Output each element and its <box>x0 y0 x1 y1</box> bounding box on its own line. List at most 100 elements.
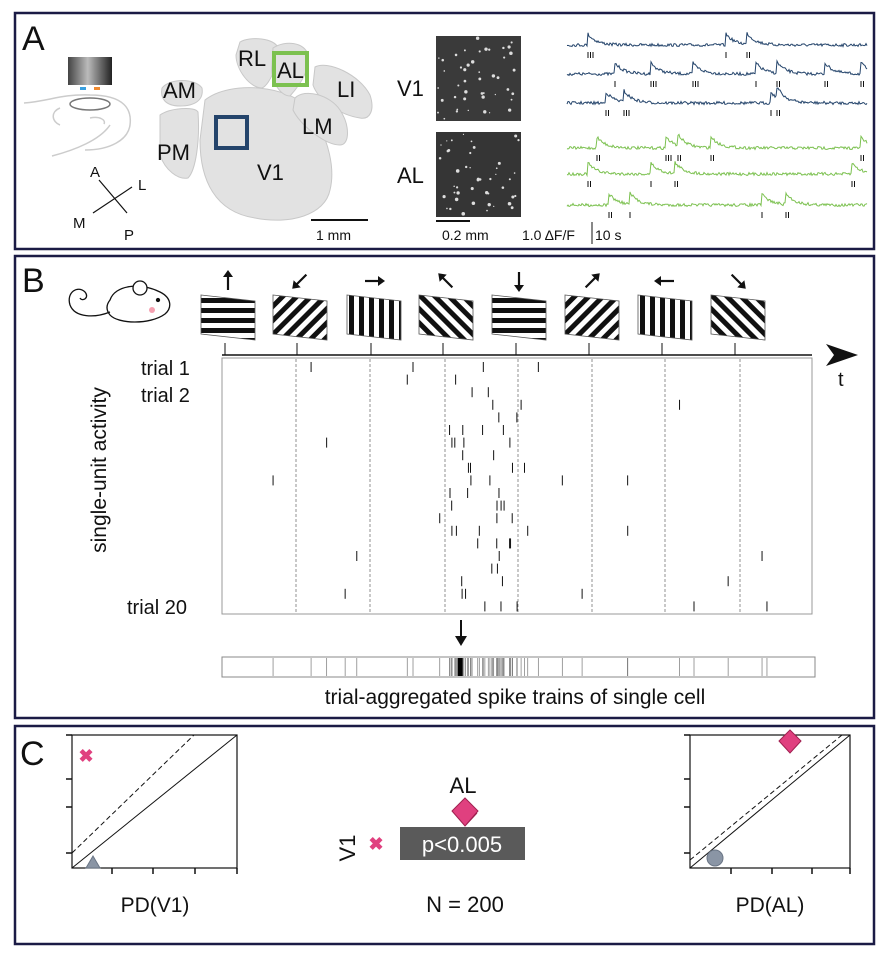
cell-dot <box>449 207 452 211</box>
diamond-marker <box>778 729 802 754</box>
grating-stimulus <box>339 268 401 368</box>
grating-stripe <box>339 268 344 368</box>
cell-dot <box>510 41 513 44</box>
compass-lateral: L <box>138 177 146 194</box>
cell-dot <box>440 144 442 146</box>
cell-dot <box>437 111 439 114</box>
grating-outline <box>200 294 256 341</box>
grating-stripe <box>690 295 692 340</box>
direction-arrow-icon <box>584 273 600 289</box>
cell-dot <box>508 178 511 181</box>
grating-stripe <box>273 295 327 340</box>
grating-outline <box>710 294 766 341</box>
grating-outline <box>637 294 693 341</box>
cell-dot <box>484 47 488 51</box>
cell-dot <box>466 63 470 67</box>
arrow-head <box>737 280 746 289</box>
grating-stripe <box>201 318 255 323</box>
grating-stripe <box>711 296 760 340</box>
cell-dot <box>450 139 453 142</box>
cell-dot <box>463 79 467 83</box>
panel-b-letter: B <box>22 262 45 300</box>
grating-stripe <box>273 295 325 340</box>
grating-stripe <box>399 295 401 340</box>
pvalue-text: p<0.005 <box>422 832 502 857</box>
right-xlabel: PD(AL) <box>736 894 805 917</box>
cell-dot <box>446 207 448 210</box>
panel-b-border <box>13 254 876 720</box>
direction-arrow-icon <box>654 276 674 286</box>
grating-stripe <box>565 295 619 340</box>
arrow-head <box>438 273 447 282</box>
area-lm-shape <box>292 92 348 146</box>
grating-stripe <box>565 295 617 340</box>
direction-arrow-icon <box>438 273 454 289</box>
left-xlabel: PD(V1) <box>121 894 190 917</box>
grating-stimuli <box>178 268 766 368</box>
offset-line <box>71 734 195 854</box>
area-label-pm: PM <box>157 140 190 165</box>
cell-dot <box>438 57 440 59</box>
right-plot-ticks <box>684 734 851 874</box>
grating-outline <box>418 294 474 341</box>
grating-stripe <box>700 268 705 368</box>
grating-stripe <box>469 348 569 353</box>
cell-dot <box>478 77 482 81</box>
arrow-head <box>378 276 385 286</box>
calcium-traces <box>566 32 868 218</box>
cell-dot <box>507 201 512 206</box>
cell-dot <box>464 90 468 94</box>
cell-dot <box>456 191 460 195</box>
scale-bar-image-label: 0.2 mm <box>442 227 489 243</box>
grating-stripe <box>711 295 765 340</box>
identity-line <box>689 734 851 869</box>
x-marker-icon: ✖ <box>78 746 93 766</box>
grating-stripe <box>201 308 255 313</box>
cell-dot <box>489 177 492 181</box>
scale-df-label: 1.0 ΔF/F <box>522 227 575 243</box>
down-arrow-icon <box>455 620 467 646</box>
arrow-shaft <box>730 273 744 287</box>
direction-arrow-icon <box>365 276 385 286</box>
grating-outline <box>564 294 620 341</box>
cell-dot <box>511 195 515 199</box>
panel-a-letter: A <box>22 20 45 58</box>
direction-arrow-icon <box>223 270 233 290</box>
cell-dot <box>469 167 471 169</box>
arrow-shaft <box>294 273 308 287</box>
grating-stripe <box>711 295 765 340</box>
cell-dot <box>461 212 466 216</box>
direction-arrow-icon <box>730 273 746 289</box>
calcium-trace <box>566 32 868 48</box>
right-plot-frame <box>689 734 851 869</box>
cell-dot <box>511 92 515 96</box>
cell-dot <box>478 71 481 73</box>
cell-dot <box>514 194 517 198</box>
grating-stripes <box>620 268 705 368</box>
cell-dot <box>488 48 491 51</box>
grating-stripe <box>492 328 546 333</box>
right-scatter-plot: PD(AL) <box>684 729 851 917</box>
grating-stripe <box>620 268 625 368</box>
calcium-trace <box>566 191 868 208</box>
cell-dot <box>463 97 467 101</box>
scale-bar-brain-label: 1 mm <box>316 227 351 243</box>
identity-line <box>71 734 238 869</box>
area-label-v1: V1 <box>257 160 284 185</box>
cell-dot <box>485 190 489 195</box>
cell-dot <box>443 117 446 120</box>
grating-stimulus <box>565 295 619 340</box>
panel-b: B t trial 1 trial 2 trial 20 single-unit… <box>13 254 876 720</box>
v1-imaging-window <box>214 115 249 150</box>
area-pm-shape <box>159 107 199 179</box>
arrow-head <box>654 276 661 286</box>
y-axis-label: single-unit activity <box>88 387 111 553</box>
grating-stripe <box>419 295 473 340</box>
cell-dot <box>517 138 520 142</box>
grating-stripe <box>178 358 278 363</box>
cell-dot <box>497 161 501 165</box>
cell-dot <box>453 191 456 194</box>
al-imaging-window <box>272 51 309 87</box>
grating-stripe <box>630 268 635 368</box>
